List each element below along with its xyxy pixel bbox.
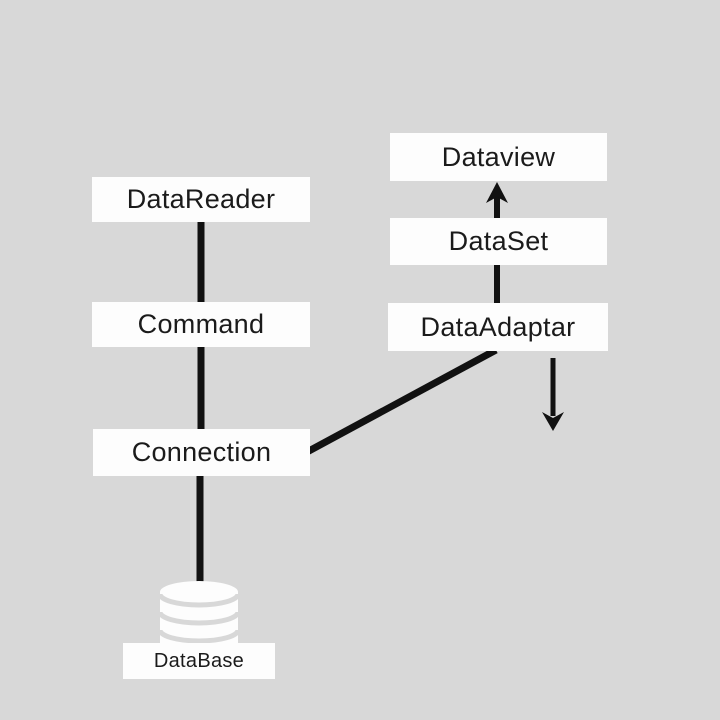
node-dataset: DataSet — [390, 218, 607, 265]
node-datareader: DataReader — [92, 177, 310, 222]
node-connection: Connection — [93, 429, 310, 476]
node-database-label: DataBase — [123, 643, 275, 679]
node-dataview: Dataview — [390, 133, 607, 181]
edge-dataset-dataview-arrow — [486, 182, 508, 218]
edge-dataadaptar-down-arrow — [542, 358, 564, 431]
database-cylinder-icon — [159, 581, 239, 644]
node-dataadaptar: DataAdaptar — [388, 303, 608, 351]
node-command: Command — [92, 302, 310, 347]
edge-dataadaptar-connection — [305, 346, 498, 456]
